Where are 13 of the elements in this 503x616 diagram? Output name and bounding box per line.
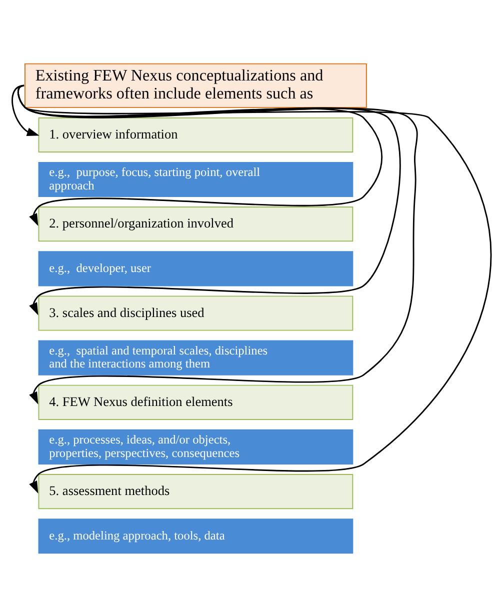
node-box: 5. assessment methods — [38, 474, 354, 509]
node-box: e.g., spatial and temporal scales, disciplines and the interactions among them — [38, 340, 354, 375]
node-box: 4. FEW Nexus definition elements — [38, 384, 354, 420]
node-box: e.g., processes, ideas, and/or objects, properties, perspectives, consequences — [38, 428, 354, 464]
node-box: e.g., modeling approach, tools, data — [38, 518, 354, 554]
arrow — [12, 84, 40, 136]
node-box: 2. personnel/organization involved — [38, 206, 354, 242]
node-box: e.g., purpose, focus, starting point, overall approach — [38, 161, 354, 197]
node-box: e.g., developer, user — [38, 250, 354, 286]
node-box: 3. scales and disciplines used — [38, 295, 354, 330]
node-box: Existing FEW Nexus conceptualizations and frameworks often include elements such as — [24, 62, 367, 108]
arrow — [18, 84, 492, 494]
node-box: 1. overview information — [38, 116, 354, 152]
